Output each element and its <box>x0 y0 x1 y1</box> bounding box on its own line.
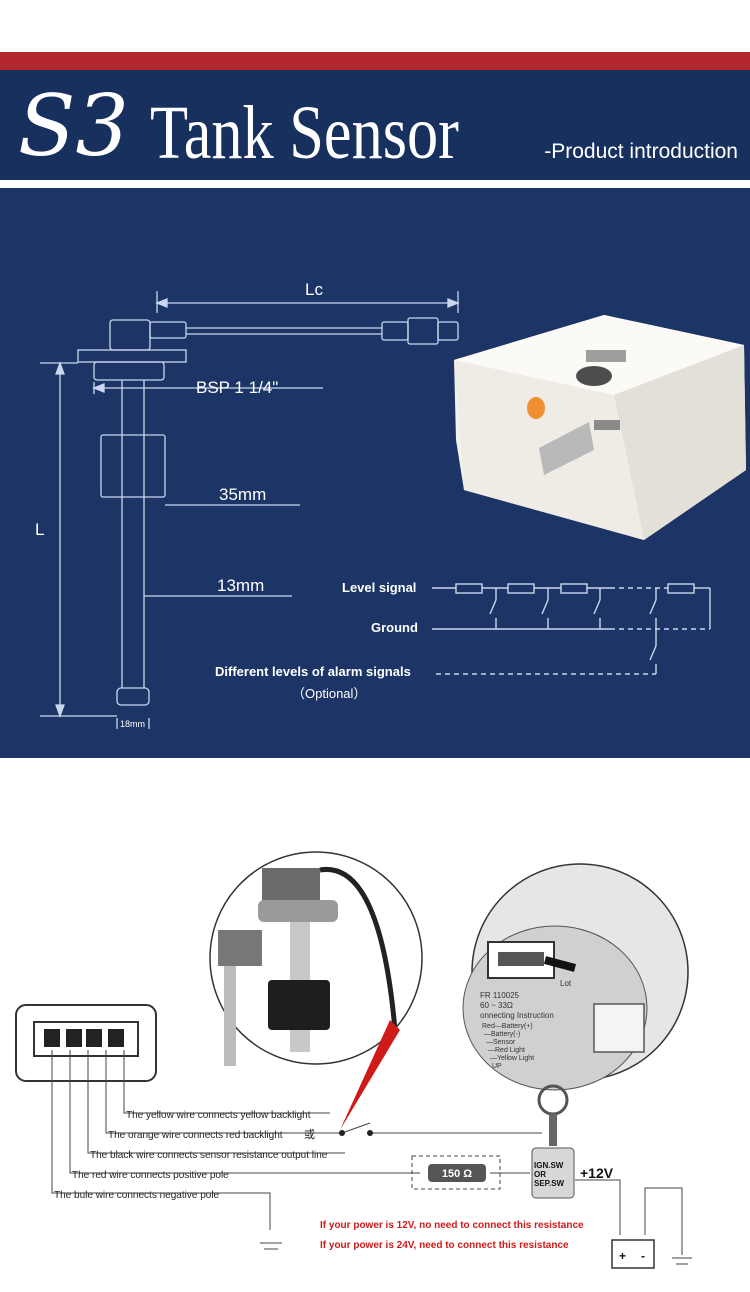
page-title: Tank Sensor <box>150 91 459 175</box>
ground-label: Ground <box>371 620 418 635</box>
gauge-label-line-6: —Red Light <box>488 1047 525 1054</box>
resistor-label: 150 Ω <box>442 1168 472 1180</box>
red-wire-label: The red wire connects positive pole <box>72 1170 229 1181</box>
or-label: 或 <box>304 1128 315 1141</box>
blue-wire-label: The bule wire connects negative pole <box>54 1190 220 1201</box>
page-subtitle: -Product introduction <box>544 140 738 163</box>
gauge-label-line-1: 60 ~ 33Ω <box>480 1001 513 1010</box>
yellow-wire-label: The yellow wire connects yellow backligh… <box>126 1110 311 1121</box>
length-l-label: L <box>35 520 45 539</box>
separator <box>0 180 750 188</box>
dim-18mm-label: 18mm <box>120 719 146 729</box>
voltage-label: +12V <box>580 1165 614 1181</box>
alarm-signals-label: Different levels of alarm signals <box>215 664 411 679</box>
note-24v: If your power is 24V, need to connect th… <box>320 1240 569 1251</box>
dim-13mm-label: 13mm <box>217 576 265 595</box>
gauge-label-line-4: —Battery(-) <box>484 1031 520 1038</box>
optional-label: （Optional） <box>292 686 367 701</box>
header-banner: S3 Tank Sensor -Product introduction <box>0 70 750 180</box>
top-strip <box>0 0 750 52</box>
s3-logo: S3 <box>18 77 129 175</box>
bsp-label: BSP 1 1/4" <box>196 378 279 397</box>
orange-wire-label: The orange wire connects red backlight <box>108 1130 283 1141</box>
level-signal-label: Level signal <box>342 580 417 595</box>
black-wire-label: The black wire connects sensor resistanc… <box>90 1150 328 1161</box>
lc-label: Lc <box>305 280 323 299</box>
gauge-label-line-5: —Sensor <box>486 1039 516 1046</box>
note-12v: If your power is 12V, no need to connect… <box>320 1220 584 1231</box>
fuel-tank-image <box>454 315 746 540</box>
gauge-label-line-8: UP <box>492 1063 502 1070</box>
battery-minus: - <box>641 1249 645 1263</box>
sensor-drawing <box>40 291 711 729</box>
switch-label-line-2: SEP.SW <box>534 1179 565 1188</box>
switch-label-line-1: OR <box>534 1170 546 1179</box>
gauge-label-line-7: —Yellow Light <box>490 1055 534 1062</box>
wiring-diagram: FR 110025 60 ~ 33Ω onnecting Instruction… <box>15 851 692 1269</box>
battery-plus: + <box>619 1249 626 1263</box>
dim-35mm-label: 35mm <box>219 485 267 504</box>
gauge-lot-label: Lot <box>560 979 572 988</box>
gauge-label-line-2: onnecting Instruction <box>480 1011 554 1020</box>
switch-label-line-0: IGN.SW <box>534 1161 564 1170</box>
gauge-label-line-3: Red—Battery(+) <box>482 1023 533 1030</box>
red-accent-bar <box>0 52 750 70</box>
gauge-label-line-0: FR 110025 <box>480 991 520 1000</box>
